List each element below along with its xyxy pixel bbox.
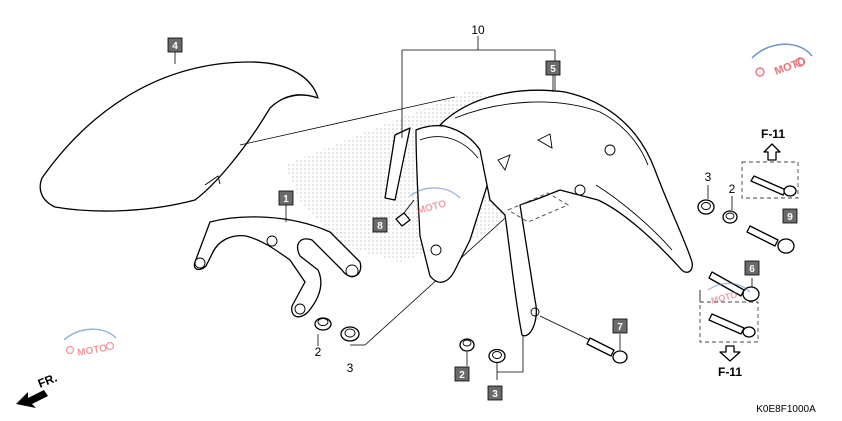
shadow-line xyxy=(239,96,456,146)
part-1-stay xyxy=(193,204,362,318)
front-direction-label: FR. xyxy=(36,371,59,391)
mount-dashed-box xyxy=(507,192,569,223)
callout-8-box: 8 xyxy=(372,217,388,233)
callout-1-box: 1 xyxy=(278,190,294,206)
svg-text:MOTO: MOTO xyxy=(773,55,808,78)
part-4-cover xyxy=(39,52,319,212)
svg-text:8: 8 xyxy=(377,221,383,232)
callout-3-label-left: 3 xyxy=(347,361,354,375)
callout-5-box: 5 xyxy=(545,60,561,76)
svg-text:1: 1 xyxy=(283,194,289,205)
part-7-bolt xyxy=(539,315,628,364)
ref-f11-top: F-11 xyxy=(761,127,785,141)
svg-text:9: 9 xyxy=(787,212,793,223)
svg-text:MOTO: MOTO xyxy=(77,343,108,359)
callout-3-box: 3 xyxy=(487,385,503,401)
callout-2-label-right: 2 xyxy=(729,182,736,196)
front-direction-arrow-icon xyxy=(16,390,48,408)
svg-text:6: 6 xyxy=(749,264,755,275)
watermark-logo-left: MOTO xyxy=(63,328,117,359)
ref-box-top xyxy=(741,143,799,199)
ref-box-bottom xyxy=(699,290,759,362)
part-5-front-fender xyxy=(439,75,693,337)
part-8-screw xyxy=(395,199,415,227)
part-10-liner xyxy=(384,36,556,283)
svg-text:3: 3 xyxy=(492,389,498,400)
callout-9-box: 9 xyxy=(782,208,798,224)
part-3-grommet-left xyxy=(340,326,360,342)
callout-4-box: 4 xyxy=(167,37,183,53)
ref-f11-bottom: F-11 xyxy=(718,365,742,379)
callout-3-label-right: 3 xyxy=(705,170,712,184)
svg-text:7: 7 xyxy=(617,322,623,333)
callout-2-label-left: 2 xyxy=(315,345,322,359)
part-2-collar-center xyxy=(459,338,475,352)
watermark-logo-top-right: MOTO xyxy=(751,43,813,78)
callout-6-box: 6 xyxy=(744,260,760,276)
callout-7-box: 7 xyxy=(612,318,628,334)
part-9-bolt xyxy=(746,225,795,254)
svg-text:MOTO: MOTO xyxy=(710,289,739,306)
callout-10-label: 10 xyxy=(471,23,485,37)
svg-text:4: 4 xyxy=(172,41,178,52)
part-3-grommet-center xyxy=(488,348,506,364)
part-2-collar-left xyxy=(314,317,332,331)
callout-2-box: 2 xyxy=(454,366,470,382)
part-2-collar-right xyxy=(722,210,738,224)
svg-text:2: 2 xyxy=(459,370,465,381)
svg-text:5: 5 xyxy=(550,64,556,75)
part-3-grommet-right xyxy=(697,199,715,215)
drawing-code: K0E8F1000A xyxy=(756,404,816,415)
